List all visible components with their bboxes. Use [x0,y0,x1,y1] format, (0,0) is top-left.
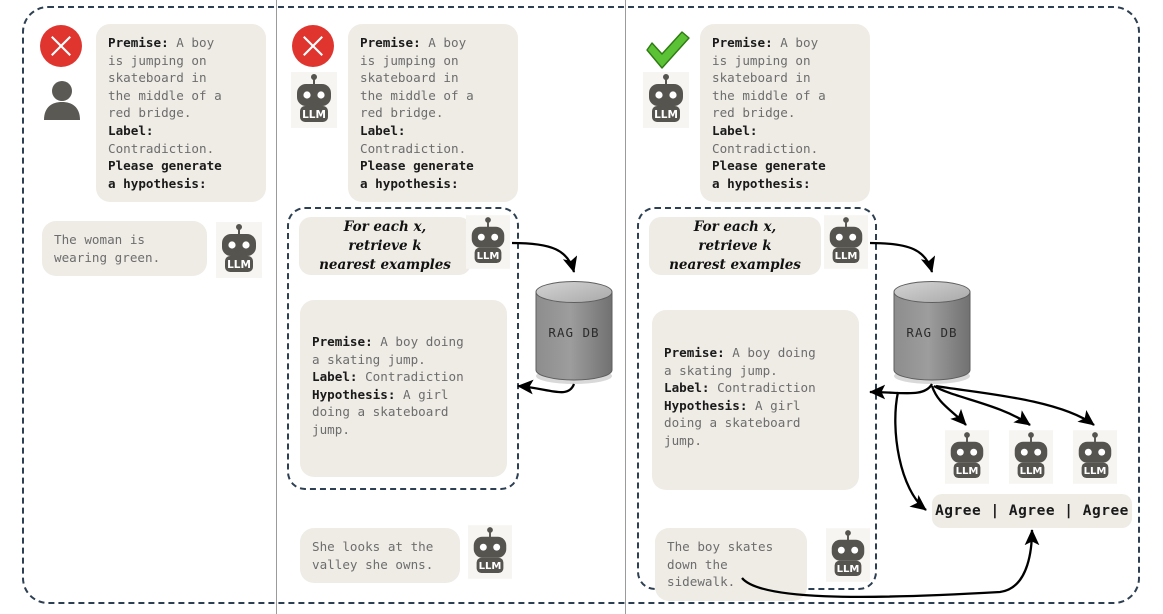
label-text: Contradiction. [712,140,819,156]
consensus-verdict-bar: Agree | Agree | Agree [932,494,1132,528]
example-hypothesis-text: A girl doing a skateboard jump. [664,397,801,448]
example-hypothesis-label: Hypothesis: [664,397,748,413]
arrow-llm-to-db-col3 [869,241,936,273]
rag-db-label-col3: RAG DB [906,325,958,340]
green-check-icon [641,26,693,74]
example-label-text: Contradiction [365,369,464,385]
red-x-icon [37,22,85,70]
label-label: Label: [108,122,154,138]
llm-robot-icon-col2: LLM [291,72,337,128]
premise-text: A boy is jumping on skateboard in the mi… [712,35,826,121]
prompt-bubble-col1: Premise: A boy is jumping on skateboard … [96,24,266,203]
premise-text: A boy is jumping on skateboard in the mi… [108,35,222,121]
response-bubble-col2: She looks at the valley she owns. [300,528,460,584]
arrow-llm-to-db-col2 [511,241,578,273]
svg-text:LLM: LLM [1084,466,1107,477]
example-label-label: Label: [664,380,710,396]
rag-db-label-col2: RAG DB [548,325,600,340]
red-x-icon-col2 [289,22,337,70]
instruction-text: Please generate a hypothesis: [360,158,474,191]
svg-text:LLM: LLM [302,109,326,121]
response-bubble-col3: The boy skates down the sidewalk. [655,528,807,601]
premise-text: A boy is jumping on skateboard in the mi… [360,35,474,121]
example-premise-label: Premise: [312,334,373,349]
llm-robot-icon-output-col2: LLM [468,525,512,579]
llm-judge-icon-1: LLM [945,430,989,484]
llm-judge-icon-3: LLM [1073,430,1117,484]
llm-robot-icon-col3: LLM [643,72,689,128]
llm-robot-icon-output-col3: LLM [826,528,870,582]
response-bubble-col1: The woman is wearing green. [42,221,207,277]
retrieved-example-bubble-col3: Premise: A boy doing a skating jump. Lab… [652,310,859,490]
arrow-example-to-verdict [894,391,927,511]
retrieve-instruction-col3: For each x, retrieve k nearest examples [649,217,821,275]
example-premise-text: A boy doing a skating jump. [664,345,816,378]
llm-judge-icon-2: LLM [1009,430,1053,484]
llm-robot-icon-col1: LLM [216,222,262,278]
llm-robot-icon-retrieval-col3: LLM [824,215,868,269]
column-divider-1 [276,0,277,614]
instruction-text: Please generate a hypothesis: [712,158,826,191]
label-label: Label: [712,122,758,138]
instruction-text: Please generate a hypothesis: [108,158,222,191]
premise-label: Premise: [712,35,773,50]
retrieve-instruction-col2: For each x, retrieve k nearest examples [299,217,471,275]
arrow-db-to-judge-2 [933,385,1031,426]
arrow-db-to-judge-1 [930,385,967,426]
label-text: Contradiction. [360,140,467,156]
svg-text:LLM: LLM [477,251,500,262]
example-label-label: Label: [312,369,358,385]
svg-text:LLM: LLM [835,251,858,262]
example-premise-text: A boy doing a skating jump. [312,334,464,367]
prompt-bubble-col3: Premise: A boy is jumping on skateboard … [700,24,870,203]
svg-text:LLM: LLM [654,109,678,121]
rag-db-cylinder-col2 [530,276,618,388]
retrieved-example-bubble-col2: Premise: A boy doing a skating jump. Lab… [300,300,507,477]
svg-text:LLM: LLM [227,259,251,271]
svg-text:LLM: LLM [479,561,502,572]
llm-robot-icon-retrieval-col2: LLM [466,215,510,269]
example-label-text: Contradiction [717,380,816,396]
example-premise-label: Premise: [664,345,725,360]
person-icon [38,76,86,124]
svg-text:LLM: LLM [837,564,860,575]
label-label: Label: [360,122,406,138]
example-hypothesis-label: Hypothesis: [312,386,396,402]
example-hypothesis-text: A girl doing a skateboard jump. [312,386,449,437]
arrow-db-to-judge-3 [935,384,1095,426]
premise-label: Premise: [360,35,421,50]
column-divider-2 [625,0,626,614]
rag-db-cylinder-col3 [888,276,976,388]
premise-label: Premise: [108,35,169,50]
svg-text:LLM: LLM [1020,466,1043,477]
svg-text:LLM: LLM [956,466,979,477]
label-text: Contradiction. [108,140,215,156]
prompt-bubble-col2: Premise: A boy is jumping on skateboard … [348,24,518,203]
